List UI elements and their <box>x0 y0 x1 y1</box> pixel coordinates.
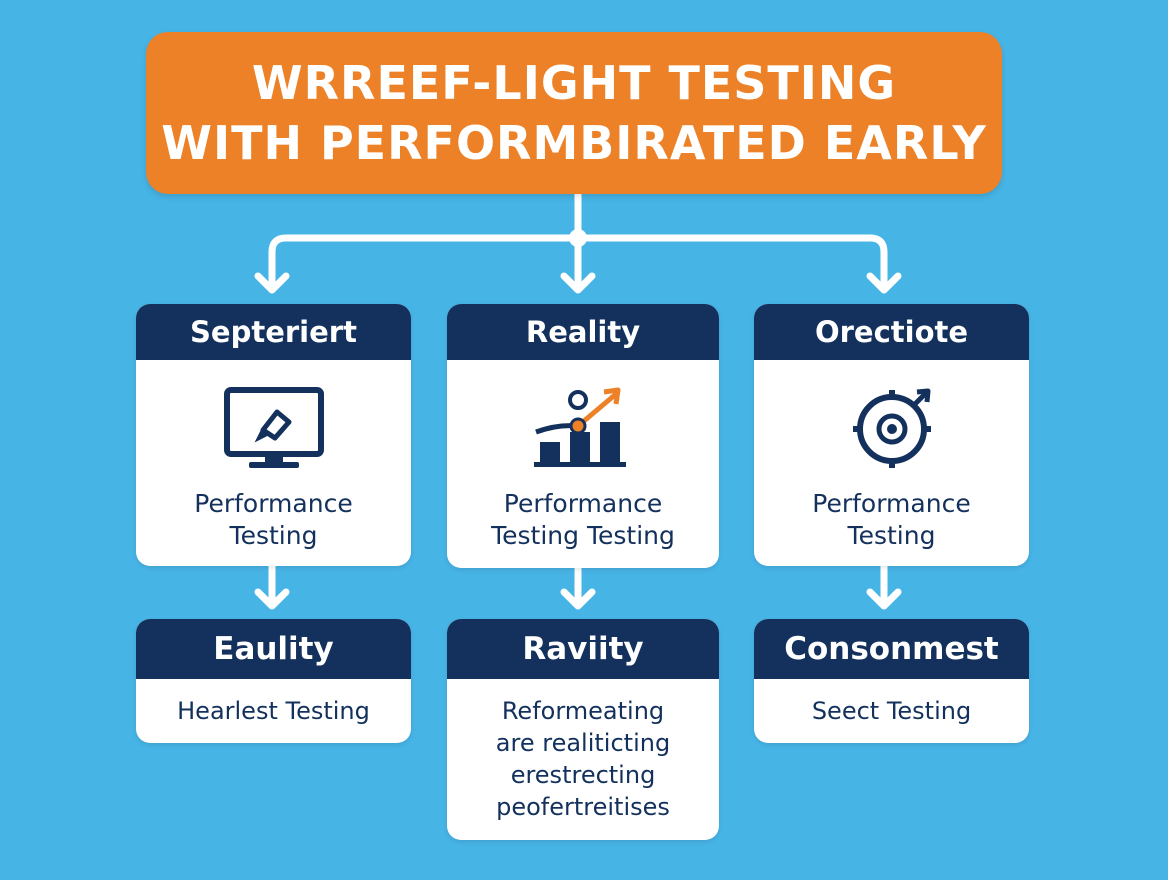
bottom-card-1-header: Eaulity <box>136 619 411 679</box>
bottom-card-1-text-line-1: Hearlest Testing <box>177 697 370 725</box>
bottom-card-1-text: Hearlest Testing <box>136 679 411 727</box>
bottom-card-2-text-line-4: peofertreitises <box>496 793 670 821</box>
title-line-1: WRREEF-LIGHT TESTING <box>251 56 897 110</box>
bottom-card-2-text: Reformeating are realiticting erestrecti… <box>447 679 719 823</box>
top-card-2-text-line-2: Testing Testing <box>491 521 675 550</box>
bottom-card-2-text-line-3: erestrecting <box>510 761 656 789</box>
bottom-card-2-header: Raviity <box>447 619 719 679</box>
bottom-card-3-header: Consonmest <box>754 619 1029 679</box>
top-card-1-text: Performance Testing <box>136 488 411 552</box>
top-card-3-text: Performance Testing <box>754 488 1029 552</box>
target-icon <box>754 382 1029 472</box>
top-card-2-text-line-1: Performance <box>503 489 663 518</box>
top-card-2-text: Performance Testing Testing <box>447 488 719 552</box>
bottom-card-1: Eaulity Hearlest Testing <box>136 619 411 743</box>
bottom-card-2: Raviity Reformeating are realiticting er… <box>447 619 719 840</box>
diagram-title-box: WRREEF-LIGHT TESTING WITH PERFORMBIRATED… <box>146 32 1002 194</box>
top-card-3-text-line-2: Testing <box>847 521 936 550</box>
top-card-3: Orectiote Performance Testing <box>754 304 1029 566</box>
top-card-2: Reality Performance Testing Testing <box>447 304 719 568</box>
top-card-1: Septeriert Performance Testing <box>136 304 411 566</box>
bottom-card-2-text-line-1: Reformeating <box>501 697 665 725</box>
bottom-card-3-text: Seect Testing <box>754 679 1029 727</box>
top-card-3-text-line-1: Performance <box>812 489 971 518</box>
top-card-1-text-line-1: Performance <box>194 489 353 518</box>
top-card-3-header: Orectiote <box>754 304 1029 360</box>
title-line-2: WITH PERFORMBIRATED EARLY <box>161 116 987 170</box>
monitor-icon <box>136 382 411 472</box>
bottom-card-2-text-line-2: are realiticting <box>495 729 671 757</box>
top-card-1-header: Septeriert <box>136 304 411 360</box>
growth-chart-icon <box>447 382 719 472</box>
bottom-card-3-text-line-1: Seect Testing <box>811 697 972 725</box>
top-card-1-text-line-2: Testing <box>229 521 318 550</box>
top-card-2-header: Reality <box>447 304 719 360</box>
bottom-card-3: Consonmest Seect Testing <box>754 619 1029 743</box>
